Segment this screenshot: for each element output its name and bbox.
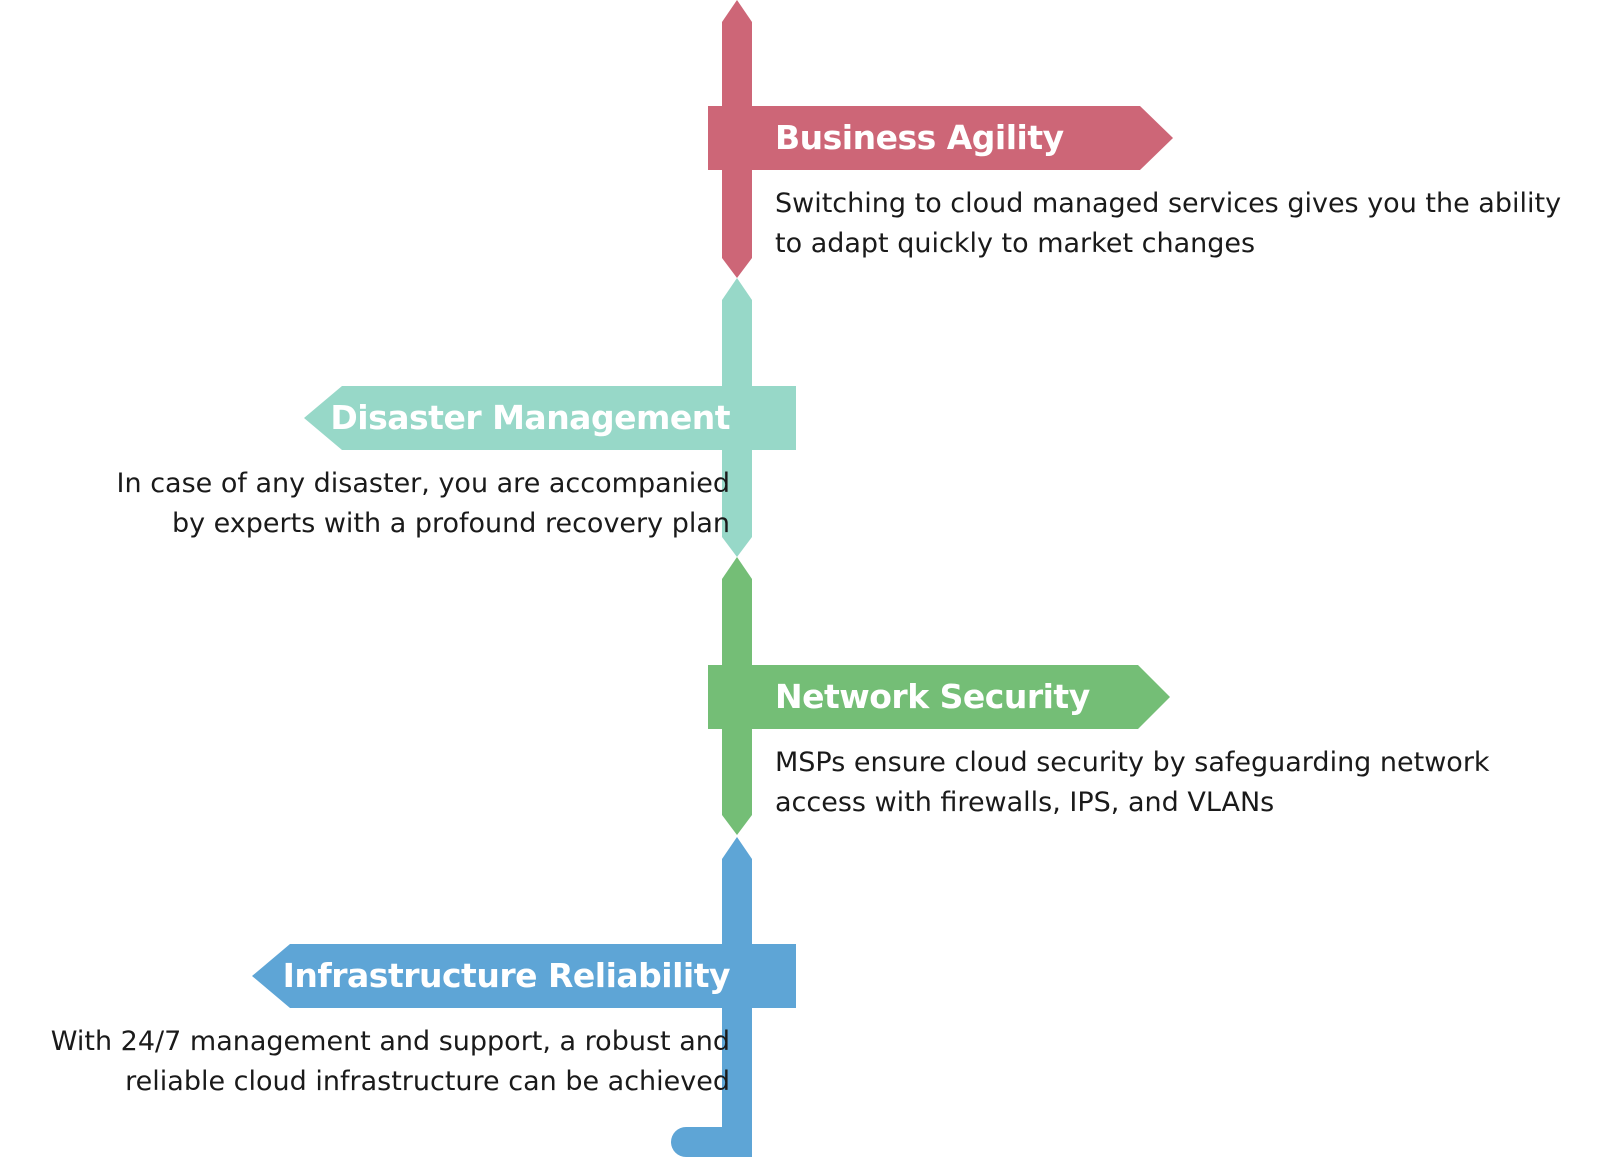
sign-board-disaster-management: [304, 386, 796, 450]
description-line: MSPs ensure cloud security by safeguardi…: [775, 747, 1490, 778]
description-line: reliable cloud infrastructure can be ach…: [125, 1066, 730, 1097]
description-line: In case of any disaster, you are accompa…: [116, 468, 730, 499]
description-line: access with firewalls, IPS, and VLANs: [775, 787, 1275, 818]
description-line: With 24/7 management and support, a robu…: [50, 1026, 730, 1057]
sign-description-business-agility: Switching to cloud managed services give…: [775, 184, 1561, 264]
sign-title-disaster-management: Disaster Management: [330, 398, 730, 437]
sign-description-network-security: MSPs ensure cloud security by safeguardi…: [775, 743, 1490, 823]
description-line: by experts with a profound recovery plan: [171, 508, 730, 539]
pole-segment-infrastructure-reliability: [671, 837, 752, 1157]
sign-description-infrastructure-reliability: With 24/7 management and support, a robu…: [51, 1022, 730, 1102]
sign-description-disaster-management: In case of any disaster, you are accompa…: [117, 464, 730, 544]
sign-title-business-agility: Business Agility: [775, 118, 1064, 157]
sign-title-network-security: Network Security: [775, 677, 1090, 716]
description-line: Switching to cloud managed services give…: [775, 188, 1562, 219]
description-line: to adapt quickly to market changes: [775, 228, 1256, 259]
sign-board-network-security: [708, 665, 1170, 729]
sign-board-business-agility: [708, 106, 1173, 170]
sign-title-infrastructure-reliability: Infrastructure Reliability: [282, 956, 731, 995]
sign-board-infrastructure-reliability: [252, 944, 796, 1008]
